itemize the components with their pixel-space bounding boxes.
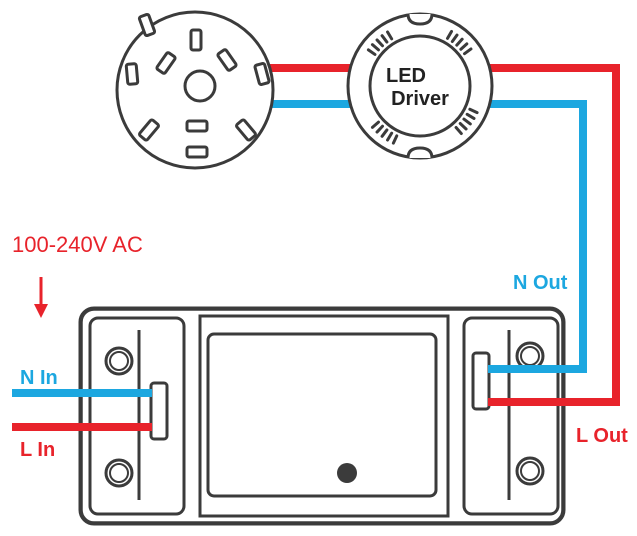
socket-contact (137, 12, 157, 38)
driver-component-dash (455, 37, 464, 47)
left-bottom-screw-inner (109, 463, 129, 483)
right-bottom-screw-inner (520, 461, 540, 481)
socket-contact (216, 48, 238, 72)
socket-contact (155, 51, 177, 75)
driver-component-dash (386, 30, 394, 41)
driver-component-dash (391, 134, 399, 145)
driver-component-dash (465, 112, 476, 120)
led-driver: LED Driver (346, 12, 494, 160)
driver-label-line2: Driver (391, 88, 449, 110)
driver-component-dash (380, 34, 389, 44)
driver-component-dash (462, 47, 473, 56)
n-in-label: N In (20, 367, 58, 389)
socket-contact (185, 119, 209, 133)
left-terminal-block (88, 316, 186, 516)
driver-component-dash (386, 131, 394, 142)
driver-component-dash (459, 42, 469, 51)
driver-notch-bottom (406, 146, 434, 159)
lamp-socket (115, 10, 275, 170)
socket-contact (124, 62, 140, 86)
socket-contact (189, 28, 203, 52)
driver-component-dash (375, 38, 384, 48)
driver-component-dash (446, 29, 453, 40)
driver-notch-top (406, 13, 434, 26)
socket-contact (138, 118, 160, 142)
driver-label-line1: LED (386, 65, 426, 87)
supply-voltage-label: 100-240V AC (12, 232, 143, 257)
driver-component-dash (366, 48, 377, 56)
driver-component-dash (458, 122, 468, 131)
switch-face-panel (206, 332, 438, 498)
driver-component-dash (468, 107, 479, 115)
pairing-button[interactable] (337, 463, 357, 483)
l-in-label: L In (20, 439, 55, 461)
left-terminal-slot (149, 381, 169, 441)
switch-module (78, 306, 566, 526)
socket-contact (185, 145, 209, 159)
driver-component-dash (370, 43, 380, 52)
right-terminal-block (462, 316, 560, 516)
n-out-label: N Out (513, 272, 568, 294)
down-arrow-icon (34, 277, 48, 318)
socket-center-hole (183, 69, 217, 103)
l-out-label: L Out (576, 425, 628, 447)
driver-component-dash (450, 33, 459, 44)
driver-component-dash (454, 126, 463, 136)
driver-component-dash (375, 124, 384, 134)
socket-contact (253, 61, 271, 87)
driver-component-dash (462, 117, 472, 126)
driver-component-dash (370, 120, 380, 129)
driver-component-dash (380, 128, 389, 138)
socket-contact (235, 118, 257, 142)
right-top-screw-inner (520, 346, 540, 366)
right-terminal-slot (471, 351, 491, 411)
left-top-screw-inner (109, 351, 129, 371)
